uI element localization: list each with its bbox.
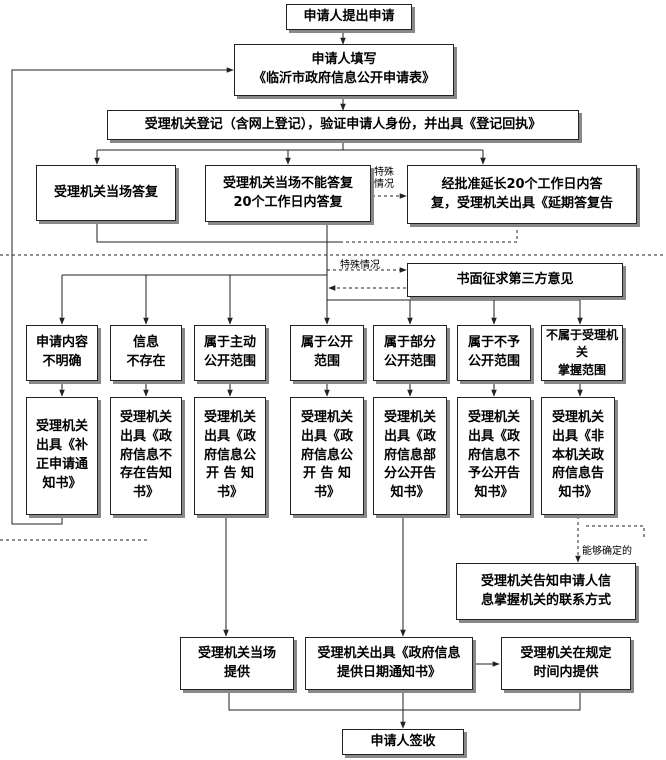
dashed-right-loop xyxy=(586,525,645,540)
node-unclear: 申请内容 不明确 xyxy=(26,325,98,381)
node-not-this-agency: 不属于受理机关 掌握范围 xyxy=(541,325,623,381)
line-reply-bottom xyxy=(96,221,343,243)
label-special-case-2: 特殊情况 xyxy=(340,260,380,271)
node-sign-receipt: 申请人签收 xyxy=(342,729,464,755)
line-extend-bottom xyxy=(343,224,518,243)
node-active-scope: 属于主动 公开范围 xyxy=(194,325,266,381)
node-extend: 经批准延长20个工作日内答 复，受理机关出具《延期答复告 xyxy=(407,165,637,224)
node-register: 受理机关登记（含网上登记），验证申请人身份，并出具《登记回执》 xyxy=(107,110,579,140)
node-public-scope: 属于公开 范围 xyxy=(290,325,364,381)
node-non-public-scope: 属于不予 公开范围 xyxy=(457,325,531,381)
node-fill-form: 申请人填写 《临沂市政府信息公开申请表》 xyxy=(234,44,454,96)
node-provide-on-spot: 受理机关当场 提供 xyxy=(180,637,294,690)
line-merge-bottom xyxy=(228,690,581,711)
loop-correction-to-form xyxy=(11,67,234,525)
node-not-exist: 信息 不存在 xyxy=(110,325,182,381)
node-reply-on-spot: 受理机关当场答复 xyxy=(36,165,176,221)
node-notice-partial: 受理机关 出具《政 府信息部 分公开告 知书》 xyxy=(373,397,447,515)
node-apply: 申请人提出申请 xyxy=(286,4,412,30)
node-notice-public-active: 受理机关 出具《政 府信息公 开 告 知 书》 xyxy=(194,397,266,515)
node-notice-correction: 受理机关 出具《补 正申请通 知书》 xyxy=(26,397,98,515)
node-notice-not-exist: 受理机关 出具《政 府信息不 存在告知 书》 xyxy=(110,397,182,515)
node-provide-in-time: 受理机关在规定 时间内提供 xyxy=(501,637,631,690)
node-notice-not-this: 受理机关 出具《非 本机关政 府信息告 知书》 xyxy=(541,397,615,515)
node-reply-in-20-days: 受理机关当场不能答复 20个工作日内答复 xyxy=(205,165,371,222)
node-partial-scope: 属于部分 公开范围 xyxy=(373,325,447,381)
node-notice-public: 受理机关 出具《政 府信息公 开 告 知 书》 xyxy=(290,397,364,515)
node-contact-info: 受理机关告知申请人信 息掌握机关的联系方式 xyxy=(456,563,636,620)
label-can-determine: 能够确定的 xyxy=(582,546,632,557)
label-special-case-1: 特殊 情况 xyxy=(374,167,394,190)
node-notice-date: 受理机关出具《政府信息 提供日期通知书》 xyxy=(305,637,473,690)
node-third-party: 书面征求第三方意见 xyxy=(407,263,623,297)
node-notice-non-public: 受理机关 出具《政 府信息不 予公开告 知书》 xyxy=(457,397,531,515)
